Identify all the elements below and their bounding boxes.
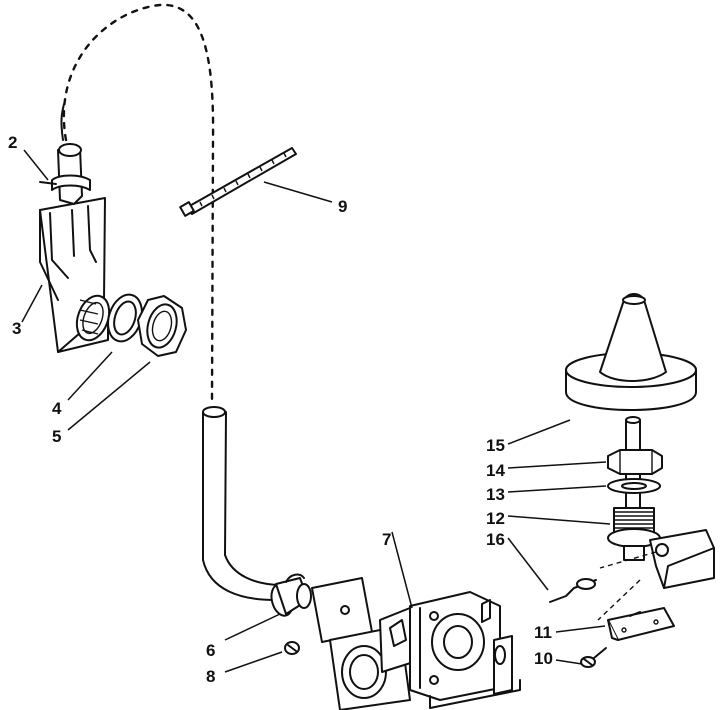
hex-nut <box>137 295 187 357</box>
cable-tie <box>179 147 297 217</box>
hose-clamp <box>39 143 91 205</box>
stem-nut <box>607 449 663 475</box>
callout-3: 3 <box>12 319 21 338</box>
callout-6: 6 <box>206 641 215 660</box>
callout-16: 16 <box>486 530 505 549</box>
callout-8: 8 <box>206 667 215 686</box>
leader-lines <box>21 149 611 673</box>
callout-11: 11 <box>534 623 552 642</box>
actuator-pin <box>549 578 597 603</box>
mounting-screw <box>284 641 300 655</box>
float <box>565 293 697 411</box>
callout-14: 14 <box>486 461 505 480</box>
switch-actuator <box>597 529 715 621</box>
gasket-washer <box>107 293 143 343</box>
callout-2: 2 <box>8 133 17 152</box>
valve-hose-clamp <box>270 573 312 617</box>
callout-9: 9 <box>338 197 347 216</box>
switch-screw <box>580 647 607 668</box>
float-switch-housing <box>607 507 661 561</box>
callout-15: 15 <box>486 436 505 455</box>
callout-13: 13 <box>486 485 505 504</box>
callout-10: 10 <box>534 649 553 668</box>
stem-washer <box>607 478 661 494</box>
callout-7: 7 <box>382 530 391 549</box>
fill-hose <box>60 3 283 601</box>
micro-switch <box>607 607 675 641</box>
callout-4: 4 <box>52 399 62 418</box>
callout-5: 5 <box>52 427 61 446</box>
callout-12: 12 <box>486 509 505 528</box>
water-valve <box>311 577 521 710</box>
